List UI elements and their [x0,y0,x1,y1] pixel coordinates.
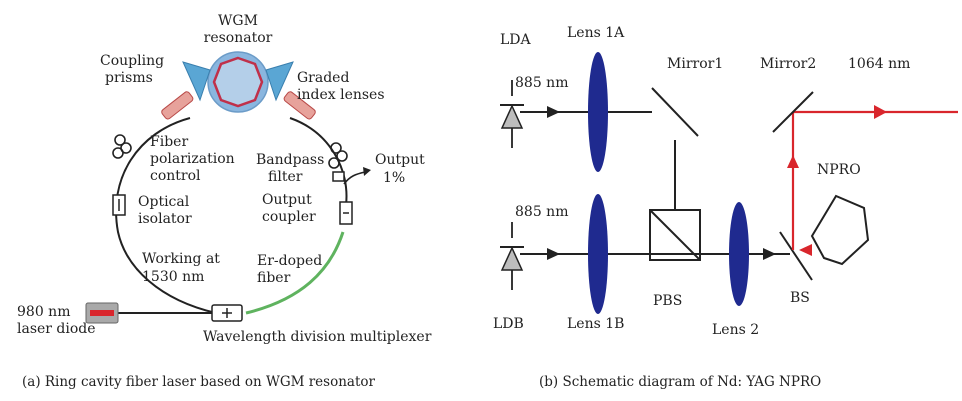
label-graded-2: index lenses [297,87,385,103]
beam-b-arrow [547,248,560,260]
label-coupler-2: coupler [262,209,316,225]
label-isolator-2: isolator [138,211,192,227]
laser-diode-beam [90,310,114,316]
fiber-ring [115,117,217,314]
label-output-2: 1% [383,170,405,186]
label-er-2: fiber [257,270,291,286]
label-graded-1: Graded [297,70,349,86]
label-npro: NPRO [817,162,861,178]
mirror2 [772,91,814,133]
label-lens-1b: Lens 1B [567,316,624,332]
beam-b-arrow-2 [763,248,776,260]
label-pbs: PBS [653,293,682,309]
label-coupler-1: Output [262,192,312,208]
wgm-resonator-ring [212,56,264,108]
label-wgm-1: WGM [218,13,258,29]
ldb-diode-icon [500,246,524,271]
caption-panel-b: (b) Schematic diagram of Nd: YAG NPRO [539,374,821,390]
lens-2 [729,202,749,306]
label-bs: BS [790,290,810,306]
panel-b-npro: LDA Lens 1A 885 nm Mirror1 Mirror2 1064 … [493,25,958,390]
label-wgm-2: resonator [204,30,273,46]
label-working-2: 1530 nm [142,269,204,285]
panel-a-labels: WGM resonator Coupling prisms Graded ind… [17,13,432,345]
bandpass-loops [328,142,348,169]
label-lens-2: Lens 2 [712,322,759,338]
label-working-1: Working at [142,251,220,267]
label-bandpass-2: filter [268,169,303,185]
right-coupling-prism [265,61,294,102]
label-diode-1: 980 nm [17,304,70,320]
right-graded-index-lens [283,91,316,120]
lens-1a [588,52,608,172]
beam-splitter [779,231,813,281]
label-ldb: LDB [493,316,524,332]
label-885-a: 885 nm [515,75,568,91]
label-lda: LDA [500,32,532,48]
left-coupling-prism [182,61,211,102]
red-beam-up-arrow [787,155,799,168]
beam-a-arrow [547,106,560,118]
polarization-controller [112,134,132,159]
label-coupling-1: Coupling [100,53,164,69]
er-doped-fiber [245,231,345,315]
label-bandpass-1: Bandpass [256,152,324,168]
panel-b-labels: LDA Lens 1A 885 nm Mirror1 Mirror2 1064 … [493,25,910,338]
label-fiber-pol-1: Fiber [150,134,188,150]
label-885-b: 885 nm [515,204,568,220]
lens-1b [588,194,608,314]
label-wdm: Wavelength division multiplexer [203,329,432,345]
bandpass-filter [332,171,345,182]
label-er-1: Er-doped [257,253,322,269]
label-mirror1: Mirror1 [667,56,723,72]
label-coupling-2: prisms [105,70,153,86]
npro-crystal [810,194,870,266]
red-beam-in-arrow [799,244,812,256]
caption-panel-a: (a) Ring cavity fiber laser based on WGM… [22,374,376,390]
label-isolator-1: Optical [138,194,190,210]
label-fiber-pol-3: control [150,168,201,184]
pbs-diagonal [649,209,701,261]
mirror1 [651,87,699,137]
label-1064nm: 1064 nm [848,56,910,72]
label-lens-1a: Lens 1A [567,25,625,41]
output-fiber [343,171,366,185]
label-mirror2: Mirror2 [760,56,816,72]
left-graded-index-lens [161,91,194,120]
red-beam-out-arrow [874,105,887,119]
fiber-ring-right [289,117,348,206]
output-arrowhead [363,167,371,176]
lda-diode-icon [500,104,524,129]
label-diode-2: laser diode [17,321,96,337]
label-fiber-pol-2: polarization [150,151,235,167]
panel-a-ring-laser: WGM resonator Coupling prisms Graded ind… [17,13,432,390]
label-output-1: Output [375,152,425,168]
